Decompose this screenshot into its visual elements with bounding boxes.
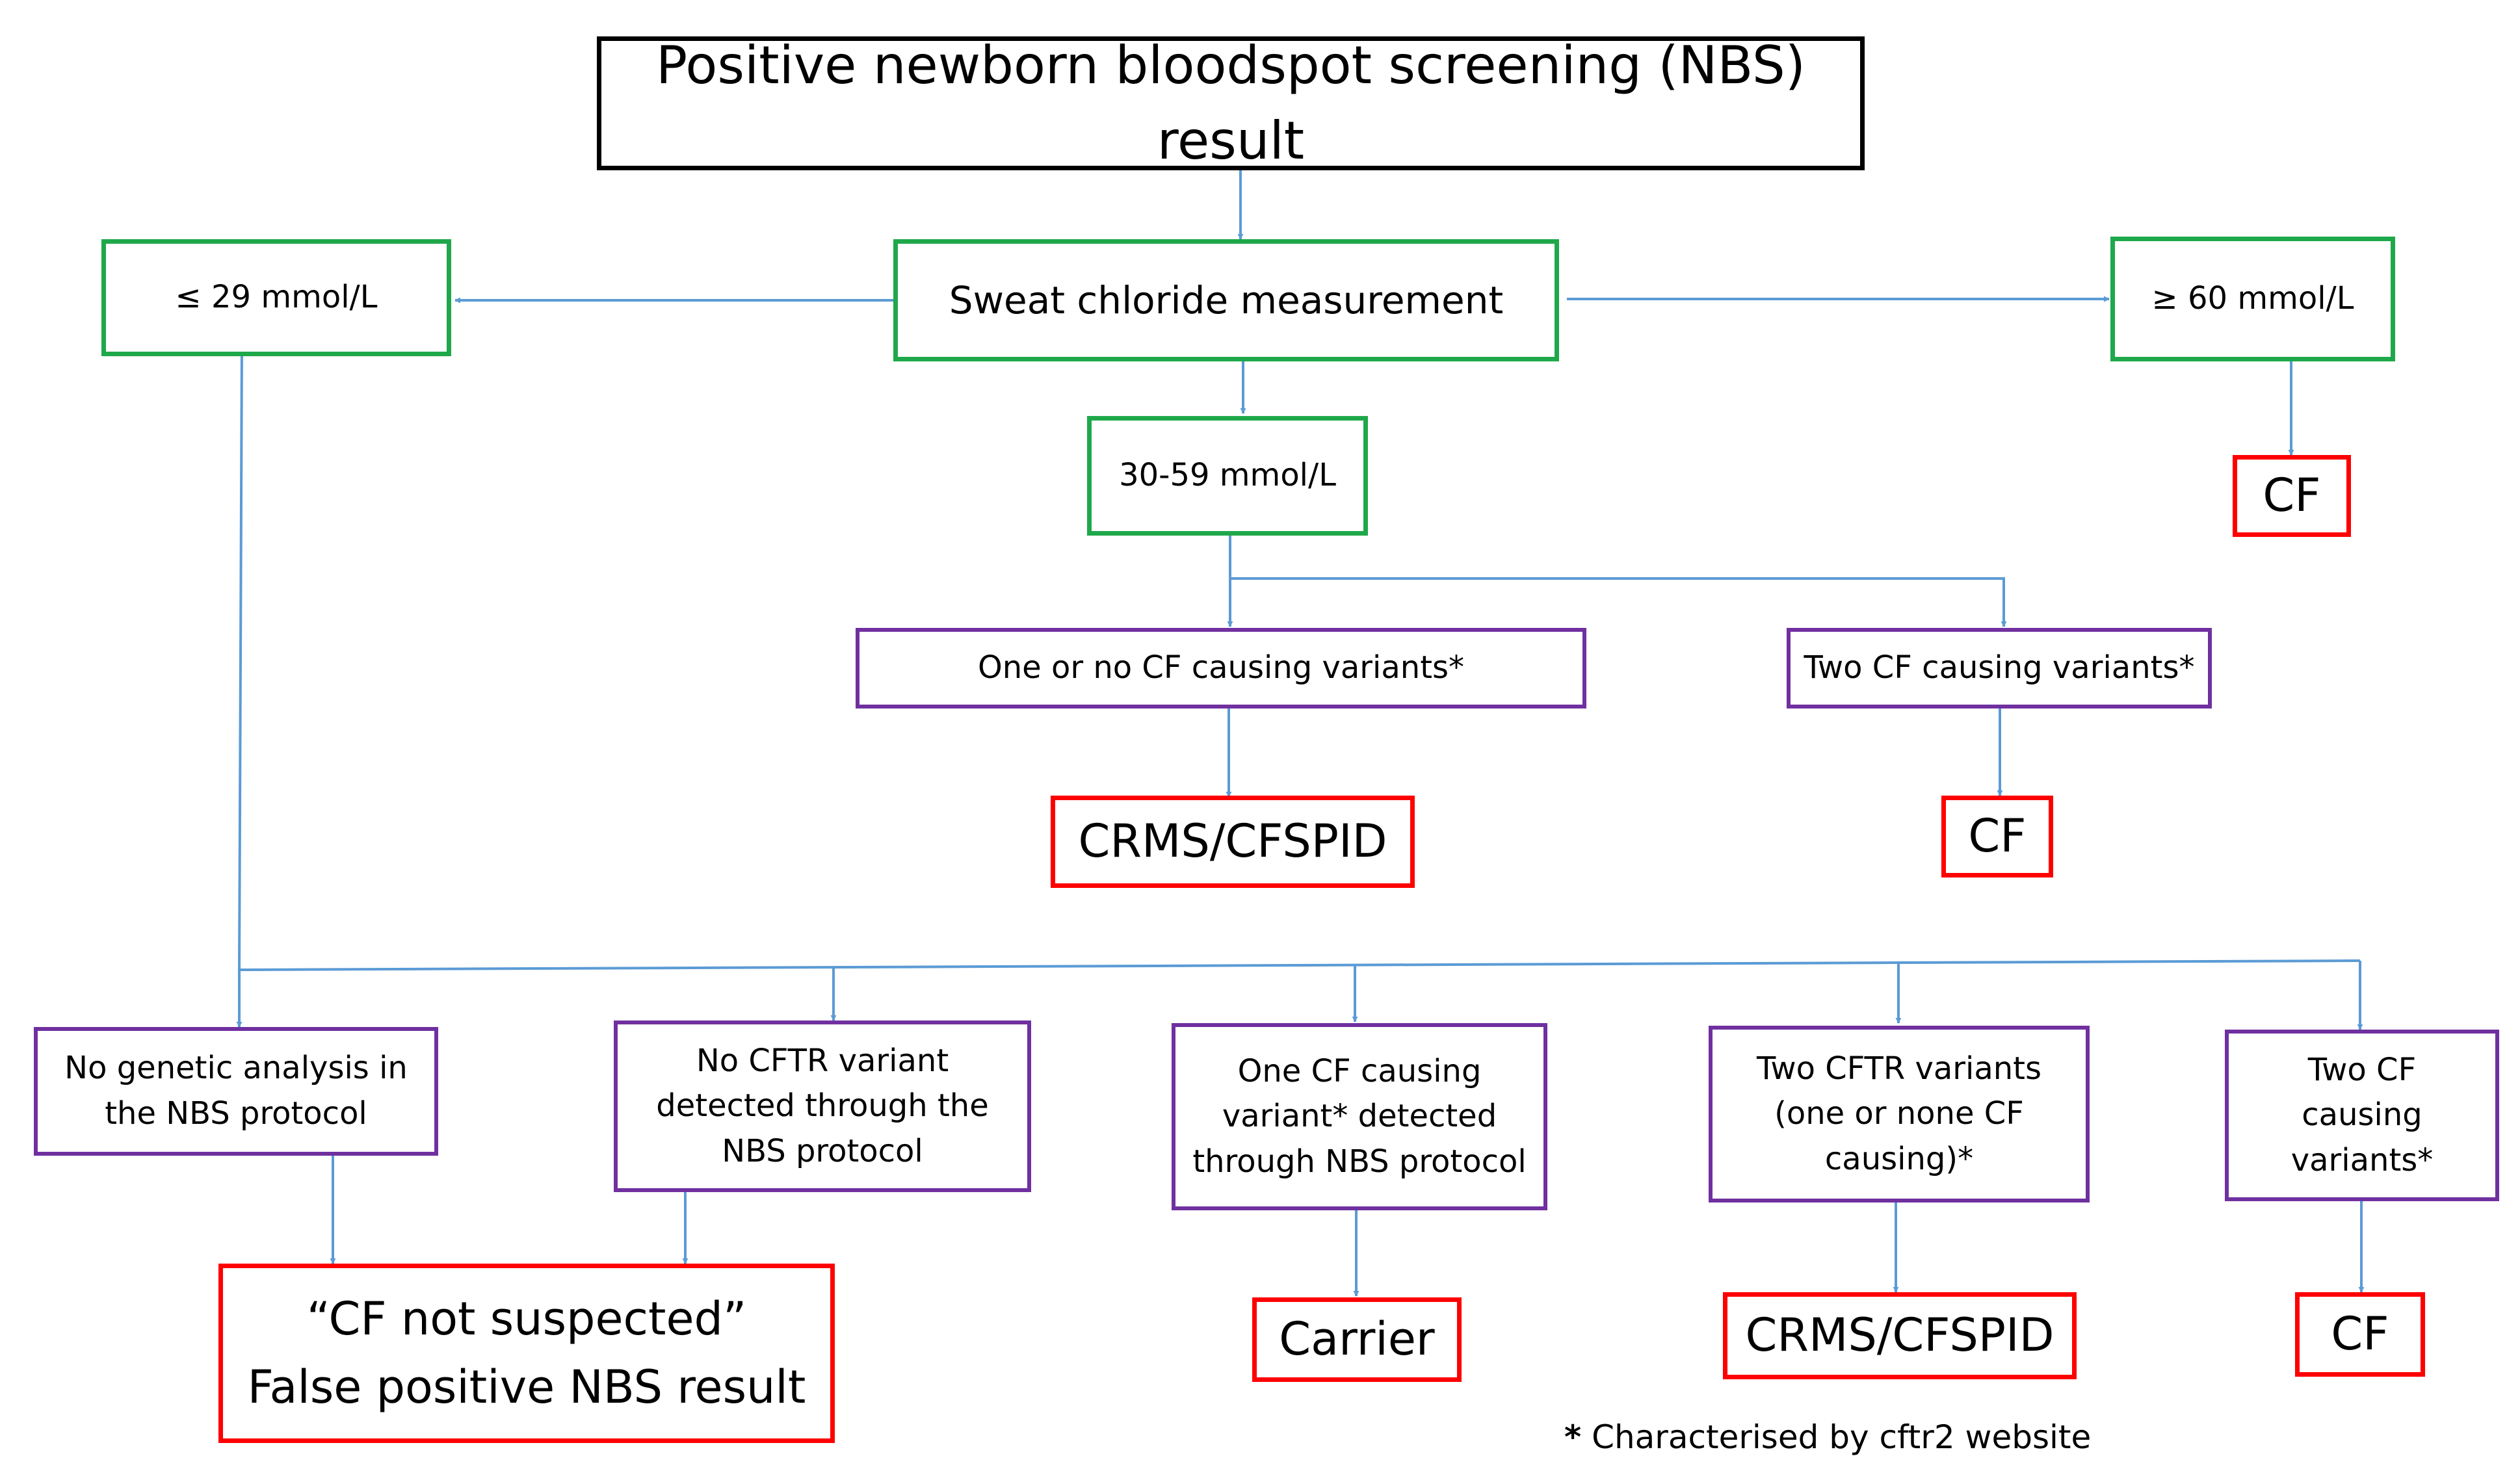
two-cf-line-2: causing: [2302, 1097, 2422, 1134]
crms-result-low-label: CRMS/CFSPID: [1745, 1308, 2054, 1362]
cf-result-high: CF: [2233, 455, 2351, 537]
one-cf-line-1: One CF causing: [1237, 1052, 1482, 1089]
two-cf-variants-node: Two CF causing variants*: [2225, 1030, 2499, 1201]
cf-result-low-label: CF: [2331, 1307, 2389, 1361]
two-cftr-variants-node: Two CFTR variants (one or none CF causin…: [1709, 1026, 2090, 1202]
arrow-mid-to-two: [1230, 577, 2007, 627]
mid-chloride-node: 30-59 mmol/L: [1087, 416, 1368, 536]
cf-result-low: CF: [2295, 1292, 2425, 1377]
footnote-star: *: [1564, 1418, 1582, 1456]
no-genetic-line-1: No genetic analysis in: [64, 1050, 408, 1087]
two-cf-line-3: variants*: [2290, 1141, 2434, 1178]
two-variants-mid-node: Two CF causing variants*: [1787, 628, 2212, 708]
carrier-result: Carrier: [1252, 1297, 1462, 1382]
start-label: Positive newborn bloodspot screening (NB…: [655, 35, 1805, 171]
sweat-chloride-label: Sweat chloride measurement: [949, 278, 1504, 322]
line-genetic-branch: [239, 959, 2361, 971]
cf-not-suspected-result: “CF not suspected” False positive NBS re…: [218, 1264, 835, 1443]
not-suspected-line-2: False positive NBS result: [247, 1360, 806, 1414]
no-cftr-line-1: No CFTR variant: [696, 1042, 949, 1079]
no-cftr-line-3: NBS protocol: [722, 1132, 923, 1169]
line-low-down: [238, 344, 243, 970]
two-cftr-line-3: causing)*: [1824, 1140, 1974, 1177]
one-cf-line-2: variant* detected: [1222, 1098, 1497, 1135]
cf-result-high-label: CF: [2263, 469, 2321, 523]
start-node: Positive newborn bloodspot screening (NB…: [597, 35, 1865, 171]
cf-result-mid-label: CF: [1968, 809, 2027, 863]
one-or-no-variants-label: One or no CF causing variants*: [977, 649, 1465, 686]
no-genetic-analysis-node: No genetic analysis in the NBS protocol: [34, 1027, 438, 1156]
low-chloride-label: ≤ 29 mmol/L: [175, 279, 378, 316]
one-cf-line-3: through NBS protocol: [1192, 1143, 1527, 1180]
sweat-chloride-node: Sweat chloride measurement: [893, 239, 1559, 361]
mid-chloride-label: 30-59 mmol/L: [1119, 457, 1336, 494]
two-variants-mid-label: Two CF causing variants*: [1804, 649, 2195, 686]
crms-result-low: CRMS/CFSPID: [1723, 1292, 2077, 1379]
footnote-text: Characterised by cftr2 website: [1592, 1418, 2092, 1456]
no-cftr-variant-node: No CFTR variant detected through the NBS…: [614, 1020, 1031, 1192]
one-or-no-variants-node: One or no CF causing variants*: [856, 628, 1586, 708]
no-genetic-line-2: the NBS protocol: [105, 1095, 367, 1132]
not-suspected-line-1: “CF not suspected”: [306, 1292, 747, 1346]
high-chloride-label: ≥ 60 mmol/L: [2151, 280, 2354, 317]
low-chloride-node: ≤ 29 mmol/L: [101, 239, 451, 356]
two-cftr-line-1: Two CFTR variants: [1756, 1050, 2042, 1087]
cf-result-mid: CF: [1941, 796, 2053, 878]
carrier-label: Carrier: [1279, 1312, 1435, 1366]
crms-result-mid: CRMS/CFSPID: [1051, 796, 1415, 888]
two-cftr-line-2: (one or none CF: [1774, 1095, 2024, 1132]
no-cftr-line-2: detected through the: [656, 1087, 989, 1124]
two-cf-line-1: Two CF: [2307, 1051, 2417, 1088]
high-chloride-node: ≥ 60 mmol/L: [2110, 237, 2395, 361]
one-cf-variant-node: One CF causing variant* detected through…: [1172, 1023, 1547, 1210]
crms-result-mid-label: CRMS/CFSPID: [1078, 814, 1387, 868]
footnote: * Characterised by cftr2 website: [1564, 1418, 2091, 1456]
